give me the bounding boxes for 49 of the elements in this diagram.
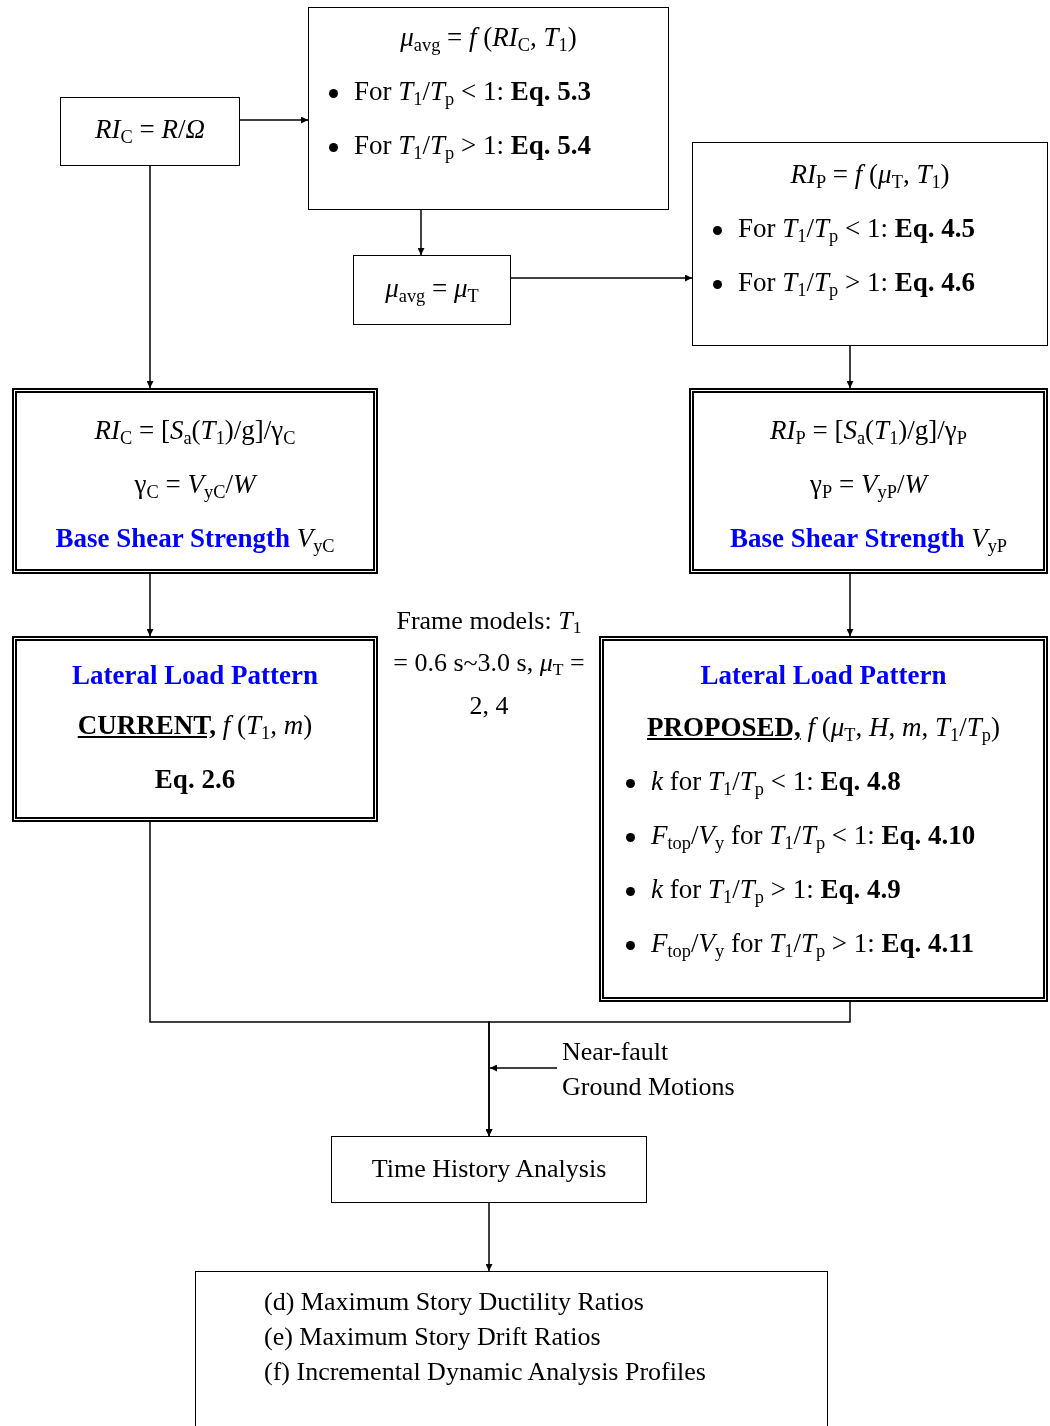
input-text: Near-fault Ground Motions [562,1036,736,1103]
output-box [195,1271,828,1426]
result-text: (e) Maximum Story Drift Ratios [264,1321,601,1352]
bullet-text: k for T$_{1}$/T$_{p}$ < 1: Eq. 4.8 [651,766,901,800]
load-pattern-box [12,636,378,822]
box-heading: μ$_{avg}$ = f (RI$_{C}$, T$_{1}$) [400,22,577,56]
arrow [485,1001,851,1137]
bullet-text: For T$_{1}$/T$_{p}$ > 1: Eq. 4.6 [738,267,975,301]
bullet-text: k for T$_{1}$/T$_{p}$ > 1: Eq. 4.9 [651,874,901,908]
formula-text: γ$_{C}$ = V$_{yC}$/W [134,469,256,503]
formula-box [60,97,240,166]
result-text: (d) Maximum Story Ductility Ratios [264,1286,644,1317]
box-heading: Lateral Load Pattern [700,659,947,691]
bullet-text: For T$_{1}$/T$_{p}$ < 1: Eq. 5.3 [354,76,591,110]
process-box [331,1136,647,1203]
arrow [417,209,425,256]
bullet-text: F$_{top}$/V$_{y}$ for T$_{1}$/T$_{p}$ < 1: Eq. 4.10 [651,820,976,854]
formula-text: Base Shear Strength V$_{yP}$ [729,523,1008,557]
formula-text: CURRENT, f (T$_{1}$, m) [77,710,313,744]
box-heading: RI$_{P}$ = f (μ$_{T}$, T$_{1}$) [790,159,950,193]
formula-text: γ$_{P}$ = V$_{yP}$/W [810,469,927,503]
formula-text: Eq. 2.6 [154,763,236,795]
result-text: (f) Incremental Dynamic Analysis Profiles [264,1356,706,1387]
box-heading: Lateral Load Pattern [72,659,318,691]
arrow [846,573,854,637]
arrow [489,1064,558,1072]
arrow [239,116,309,124]
formula-text: PROPOSED, f (μ$_{T}$, H, m, T$_{1}$/T$_{p}$) [647,712,1000,746]
process-box [308,7,669,210]
formula-text: μ$_{avg}$ = μ$_{T}$ [385,272,479,307]
arrow [846,345,854,389]
note-text: Frame models: T$_{1}$ = 0.6 s~3.0 s, μ$_{T}$ = 2, 4 [392,605,586,722]
bullet-text: For T$_{1}$/T$_{p}$ < 1: Eq. 4.5 [738,213,975,247]
formula-text: RI$_{C}$ = [S$_{a}$(T$_{1}$)/g]/γ$_{C}$ [94,415,296,449]
bullet-text: F$_{top}$/V$_{y}$ for T$_{1}$/T$_{p}$ > 1: Eq. 4.11 [651,928,974,962]
formula-text: RI$_{C}$ = R/Ω [95,114,205,148]
formula-box [353,255,511,325]
arrow [510,274,693,282]
strength-box [689,388,1048,574]
formula-text: Time History Analysis [371,1154,607,1184]
arrow [146,573,154,637]
arrow [146,165,154,389]
process-box [692,142,1048,346]
formula-text: Base Shear Strength V$_{yC}$ [55,523,335,557]
formula-text: RI$_{P}$ = [S$_{a}$(T$_{1}$)/g]/γ$_{P}$ [770,415,967,449]
arrow [485,1202,493,1272]
strength-box [12,388,378,574]
load-pattern-box [599,636,1048,1002]
bullet-text: For T$_{1}$/T$_{p}$ > 1: Eq. 5.4 [354,130,591,164]
